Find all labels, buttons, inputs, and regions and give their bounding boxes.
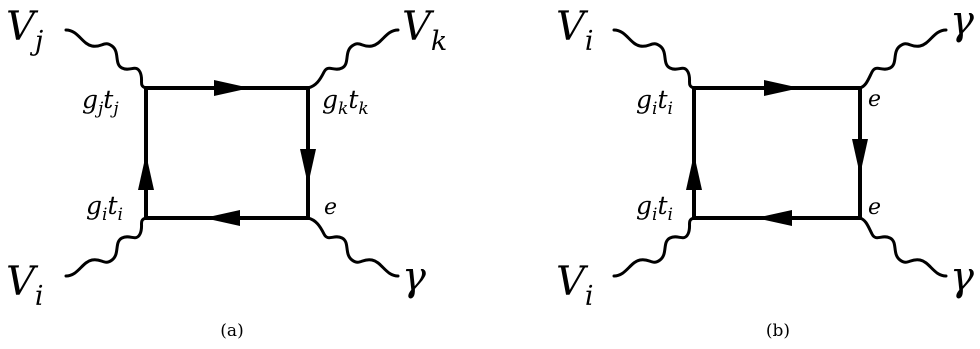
coupling-label-bottom-left-a: giti bbox=[86, 191, 123, 225]
coupling-label-top-left-b: giti bbox=[636, 85, 673, 119]
boson-line-bottom-right-a bbox=[306, 216, 400, 278]
caption-a: (a) bbox=[220, 321, 243, 341]
coupling-label-top-left-a: gjtj bbox=[82, 85, 119, 119]
diagram-b: Vi γ Vi γ giti e giti e (b) bbox=[556, 0, 974, 341]
coupling-label-bottom-left-b: giti bbox=[636, 191, 673, 225]
particle-label-top-right-b: γ bbox=[950, 0, 974, 44]
arrow-left-b bbox=[756, 210, 792, 226]
boson-line-bottom-left-a bbox=[64, 216, 148, 278]
arrow-down-b bbox=[852, 139, 868, 175]
caption-b: (b) bbox=[766, 321, 790, 341]
particle-label-top-left-a: Vj bbox=[6, 4, 43, 57]
particle-label-bottom-left-b: Vi bbox=[556, 259, 594, 312]
boson-line-top-right-b bbox=[858, 28, 948, 90]
coupling-label-bottom-right-a: e bbox=[324, 195, 337, 220]
arrow-up-a bbox=[138, 154, 154, 190]
coupling-label-bottom-right-b: e bbox=[868, 195, 881, 220]
particle-label-top-left-b: Vi bbox=[556, 4, 594, 57]
boson-line-top-right-a bbox=[306, 28, 400, 90]
coupling-label-top-right-a: gktk bbox=[322, 85, 369, 119]
particle-label-bottom-left-a: Vi bbox=[6, 259, 44, 312]
arrow-right-a bbox=[214, 80, 250, 96]
coupling-label-top-right-b: e bbox=[868, 87, 881, 112]
arrow-down-a bbox=[300, 149, 316, 185]
boson-line-top-left-b bbox=[612, 28, 696, 90]
particle-label-top-right-a: Vk bbox=[402, 4, 447, 57]
boson-line-top-left-a bbox=[64, 28, 148, 90]
arrow-left-a bbox=[204, 210, 240, 226]
arrow-right-b bbox=[764, 80, 800, 96]
boson-line-bottom-right-b bbox=[858, 216, 948, 278]
particle-label-bottom-right-b: γ bbox=[950, 254, 974, 300]
diagram-a: Vj Vk Vi γ gjtj gktk giti e (a) bbox=[6, 4, 447, 341]
particle-label-bottom-right-a: γ bbox=[402, 254, 426, 300]
boson-line-bottom-left-b bbox=[612, 216, 696, 278]
arrow-up-b bbox=[686, 154, 702, 190]
